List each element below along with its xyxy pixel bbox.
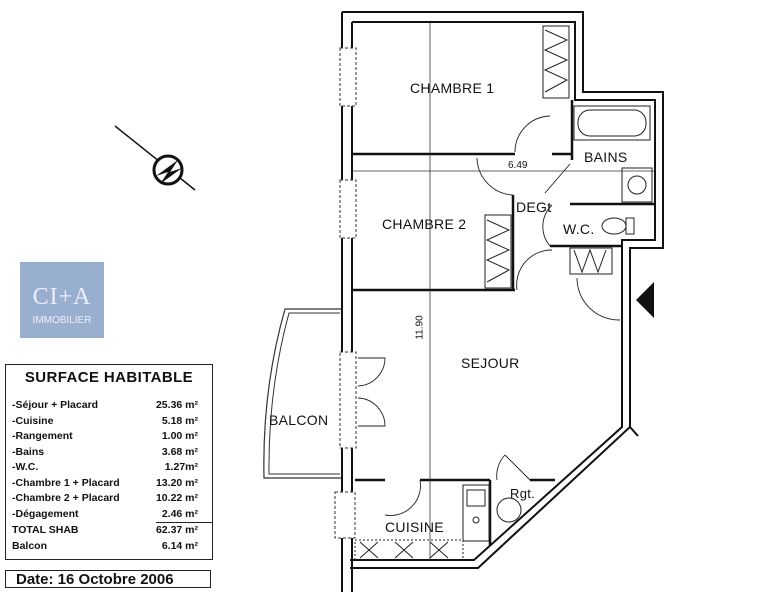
agency-logo: CI+A IMMOBILIER [20,262,104,338]
room-label-rgt: Rgt. [510,486,536,501]
dimension-length: 11.90 [414,315,426,340]
north-arrow-icon [114,125,196,191]
kitchen-sink-icon [462,484,490,542]
room-label-degt: DEGt [516,199,552,215]
interior-walls [352,100,655,545]
surface-table-title: SURFACE HABITABLE [24,369,194,386]
logo-subtitle: IMMOBILIER [32,315,92,326]
logo-name: CI+A [32,284,92,310]
total-divider [156,522,212,523]
room-label-wc: W.C. [563,221,595,237]
dimension-width: 6.49 [508,160,528,171]
room-label-cuisine: CUISINE [385,519,444,535]
toilet-icon [601,217,635,235]
room-label-bains: BAINS [584,149,628,165]
table-row: -W.C.1.27m² [12,461,198,473]
entrance-arrow-icon [636,282,654,318]
balcony-outline [263,308,342,479]
sink-icon [621,167,653,203]
room-label-chambre2: CHAMBRE 2 [382,216,467,232]
room-label-chambre1: CHAMBRE 1 [410,80,495,96]
bathtub-icon [573,105,651,141]
date-label: Date: 16 Octobre 2006 [5,570,211,588]
door-swings [357,115,621,516]
windows [334,47,357,539]
room-label-balcon: BALCON [269,412,329,428]
closets [354,25,613,561]
water-heater-icon [496,497,522,523]
outer-walls [341,11,664,592]
room-label-sejour: SEJOUR [461,355,520,371]
